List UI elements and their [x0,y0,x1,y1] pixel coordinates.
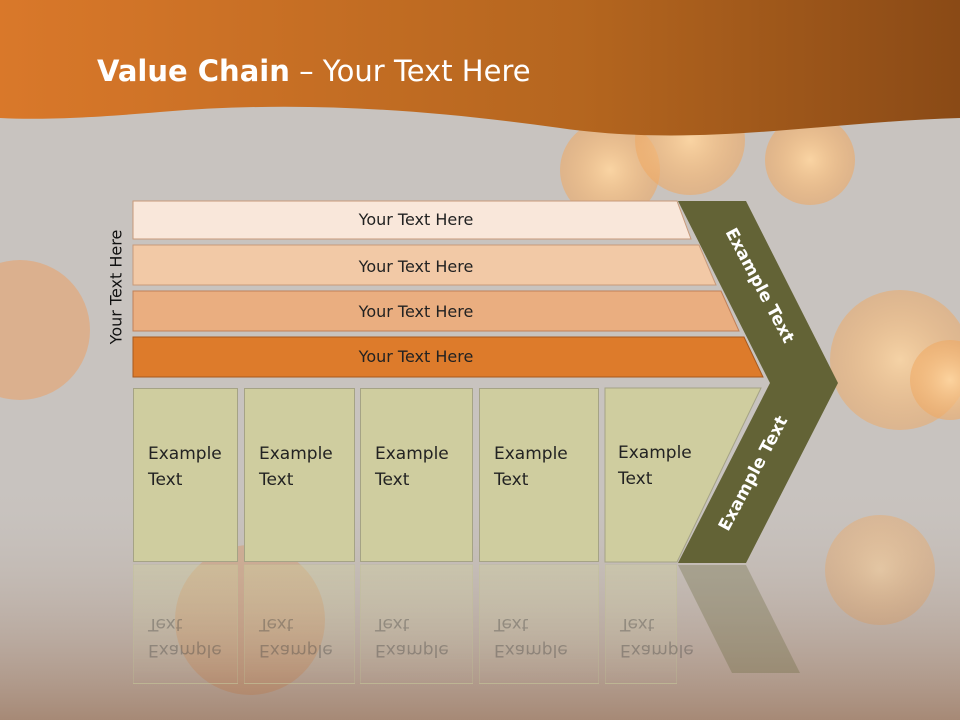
activity-box-2-label: Example Text [259,444,333,490]
slide-title: Value Chain – Your Text Here [97,54,531,88]
bar-2-label: Your Text Here [358,257,474,276]
bar-1 [132,200,692,240]
fifth-box-shape [604,387,762,563]
activity-box-4-label: Example Text [494,444,568,490]
chevron-shape [678,201,838,563]
activity-box-1-label: Example Text [148,444,222,490]
bar-2 [132,244,717,286]
activity-box-1: Example Text [133,388,238,562]
bar-4 [132,336,764,378]
activity-box-4: Example Text [479,388,599,562]
bar-1-label: Your Text Here [358,210,474,229]
bar-3-label: Your Text Here [358,302,474,321]
bar-3 [132,290,740,332]
activity-box-5: Example Text [605,388,715,562]
activity-box-2: Example Text [244,388,355,562]
activity-box-5-label: Example Text [618,443,692,489]
bar-4-label: Your Text Here [358,347,474,366]
chevron-reflection [678,565,800,673]
activity-box-3: Example Text [360,388,473,562]
activity-box-3-label: Example Text [375,444,449,490]
